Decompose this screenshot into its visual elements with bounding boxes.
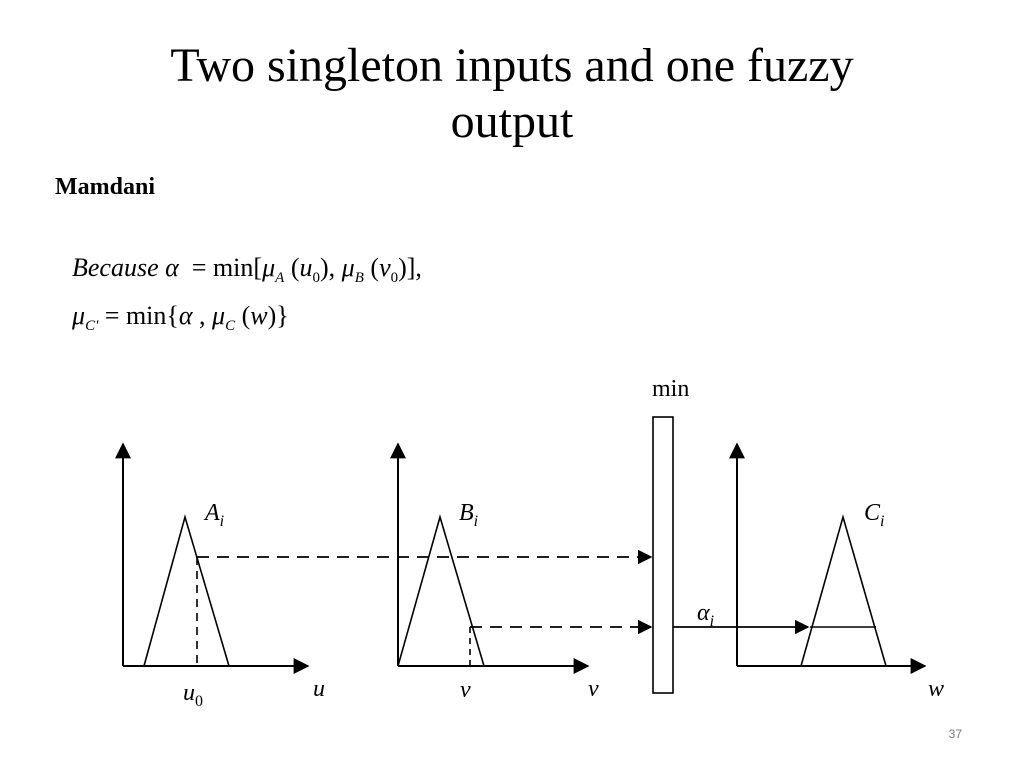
- label-u0: u0: [183, 680, 203, 710]
- eq-min-op: min: [212, 253, 254, 282]
- section-subtitle: Mamdani: [55, 174, 156, 200]
- panel-a: Ai u0 u: [115, 442, 325, 710]
- label-v-marker: v: [460, 677, 471, 703]
- label-c-i: Ci: [864, 500, 884, 530]
- min-block: min: [652, 376, 689, 694]
- title-line-1: Two singleton inputs and one fuzzy: [170, 39, 854, 92]
- label-u-axis: u: [313, 676, 325, 702]
- triangle-a: [143, 514, 230, 667]
- eq-mu-symbol: μ: [72, 301, 86, 330]
- equation-muc: μC' = min{α , μC (w)}: [72, 301, 289, 334]
- label-a-i: Ai: [203, 500, 224, 530]
- eq-min-op: min: [125, 301, 167, 330]
- eq-sub-cprime: C': [85, 318, 99, 334]
- triangle-c: [800, 514, 887, 667]
- label-b-i: Bi: [459, 500, 478, 530]
- eq-mu-symbol: μ: [341, 253, 355, 282]
- eq-u-sub: 0: [312, 270, 320, 286]
- eq-because-text: Because: [72, 253, 159, 282]
- label-alpha-i: αi: [697, 600, 714, 630]
- eq-mu-symbol: μ: [212, 301, 226, 330]
- eq-sub-a: A: [275, 270, 285, 286]
- equations-block: Because α = min[μA (u0), μB (v0)], μC' =…: [72, 244, 422, 340]
- page-number: 37: [948, 727, 962, 741]
- eq-u-var: u: [299, 253, 313, 282]
- min-rectangle: [652, 416, 674, 694]
- panel-b: Bi v v: [390, 442, 599, 703]
- eq-v-sub: 0: [390, 270, 399, 286]
- eq-mu-symbol: μ: [262, 253, 276, 282]
- triangle-b: [397, 514, 485, 667]
- eq-sub-b: B: [354, 270, 364, 286]
- eq-sub-c: C: [225, 318, 236, 334]
- panel-c: Ci w: [729, 442, 944, 702]
- label-w-axis: w: [928, 676, 944, 702]
- eq-w-var: w: [250, 301, 268, 330]
- eq-alpha-symbol: α: [165, 253, 179, 282]
- title-line-2: output: [450, 95, 574, 148]
- eq-alpha-symbol: α: [178, 301, 193, 330]
- eq-v-var: v: [379, 253, 391, 282]
- slide-title: Two singleton inputs and one fuzzy outpu…: [40, 38, 984, 150]
- mamdani-diagram: Ai u0 u Bi v v min αi Ci w: [115, 376, 944, 710]
- label-min: min: [652, 376, 689, 402]
- label-v-axis: v: [588, 676, 599, 702]
- equation-alpha: Because α = min[μA (u0), μB (v0)],: [72, 253, 422, 286]
